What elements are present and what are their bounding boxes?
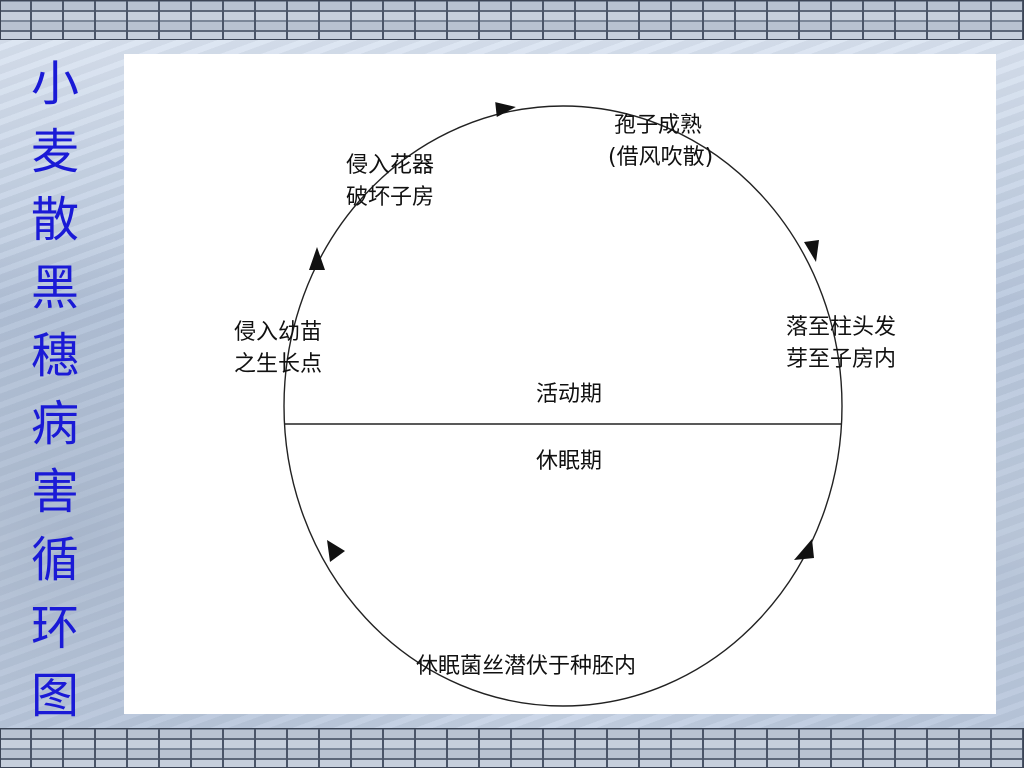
title-char: 循 bbox=[30, 532, 79, 588]
arrow-lower-left-icon bbox=[327, 540, 345, 562]
cycle-diagram bbox=[283, 102, 843, 707]
arrow-lower-right-icon bbox=[794, 539, 814, 560]
stage-seedling: 侵入幼苗 之生长点 bbox=[234, 317, 322, 381]
title-char: 图 bbox=[30, 668, 79, 724]
stage-label-line: 之生长点 bbox=[234, 352, 323, 377]
title-char: 麦 bbox=[30, 124, 79, 180]
stage-dormant-mycelium: 休眠菌丝潜伏于种胚内 bbox=[416, 654, 637, 679]
stage-stigma: 落至柱头发 芽至子房内 bbox=[786, 312, 896, 376]
title-char: 小 bbox=[30, 56, 79, 112]
stage-label-line: 孢子成熟 bbox=[614, 113, 703, 138]
stage-spore-mature: 孢子成熟 (借风吹散) bbox=[608, 110, 713, 174]
stage-label-line: 芽至子房内 bbox=[786, 347, 897, 372]
title-char: 黑 bbox=[30, 260, 79, 316]
title-char: 穗 bbox=[30, 328, 79, 384]
arrow-top-icon bbox=[495, 102, 516, 118]
phase-dormant-label: 休眠期 bbox=[536, 449, 603, 474]
bottom-border-band bbox=[0, 728, 1024, 768]
title-char: 病 bbox=[30, 396, 79, 452]
arrow-left-icon bbox=[309, 247, 325, 270]
vertical-title: 小 麦 散 黑 穗 病 害 循 环 图 bbox=[22, 50, 88, 730]
title-char: 环 bbox=[30, 600, 79, 656]
cycle-circle bbox=[283, 105, 843, 707]
stage-label-line: (借风吹散) bbox=[608, 145, 714, 170]
stage-label-line: 侵入花器 bbox=[346, 153, 435, 178]
top-border-band bbox=[0, 0, 1024, 40]
stage-label-line: 侵入幼苗 bbox=[234, 320, 323, 345]
stage-label-line: 破坏子房 bbox=[346, 185, 435, 210]
stage-flower: 侵入花器 破坏子房 bbox=[346, 150, 434, 214]
phase-active-label: 活动期 bbox=[536, 382, 603, 407]
title-char: 害 bbox=[30, 464, 79, 520]
stage-label-line: 落至柱头发 bbox=[786, 315, 897, 340]
diagram-panel: 孢子成熟 (借风吹散) 落至柱头发 芽至子房内 活动期 休眠期 休眠菌丝潜伏于种… bbox=[124, 54, 996, 714]
title-char: 散 bbox=[30, 192, 79, 248]
arrow-upper-right-icon bbox=[804, 240, 819, 262]
